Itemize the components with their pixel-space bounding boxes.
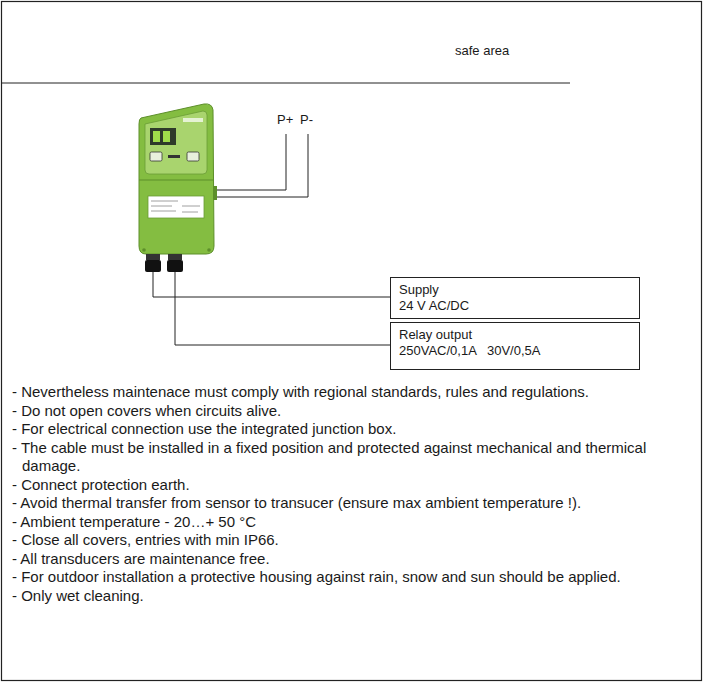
note-line: - The cable must be installed in a fixed… <box>12 439 696 476</box>
supply-box: Supply24 V AC/DC <box>390 277 640 319</box>
box-heading: Supply <box>399 282 631 298</box>
supply-wire <box>153 272 390 297</box>
note-line: - Ambient temperature - 20…+ 50 °C <box>12 513 696 532</box>
p-plus-wire <box>214 134 286 190</box>
box-value: 24 V AC/DC <box>399 298 631 314</box>
transducer-device <box>139 104 217 272</box>
zone-line <box>2 83 570 84</box>
notes-list: - Nevertheless maintenace must comply wi… <box>12 383 696 605</box>
note-line: - Do not open covers when circuits alive… <box>12 402 696 421</box>
relay-wire <box>175 272 390 345</box>
box-heading: Relay output <box>399 327 631 343</box>
box-value: 250VAC/0,1A 30V/0,5A <box>399 343 631 359</box>
note-line: - For electrical connection use the inte… <box>12 420 696 439</box>
note-line: - For outdoor installation a protective … <box>12 568 696 587</box>
note-line: - Close all covers, entries with min IP6… <box>12 531 696 550</box>
note-line: - Nevertheless maintenace must comply wi… <box>12 383 696 402</box>
zone-label: safe area <box>455 43 509 59</box>
signal-name: P- <box>300 112 313 128</box>
note-line: - Connect protection earth. <box>12 476 696 495</box>
p-minus-wire <box>214 134 308 197</box>
note-line: - Avoid thermal transfer from sensor to … <box>12 494 696 513</box>
relay-box: Relay output250VAC/0,1A 30V/0,5A <box>390 322 640 370</box>
signal-name: P+ <box>277 112 293 128</box>
note-line: - Only wet cleaning. <box>12 587 696 606</box>
note-line: - All transducers are maintenance free. <box>12 550 696 569</box>
